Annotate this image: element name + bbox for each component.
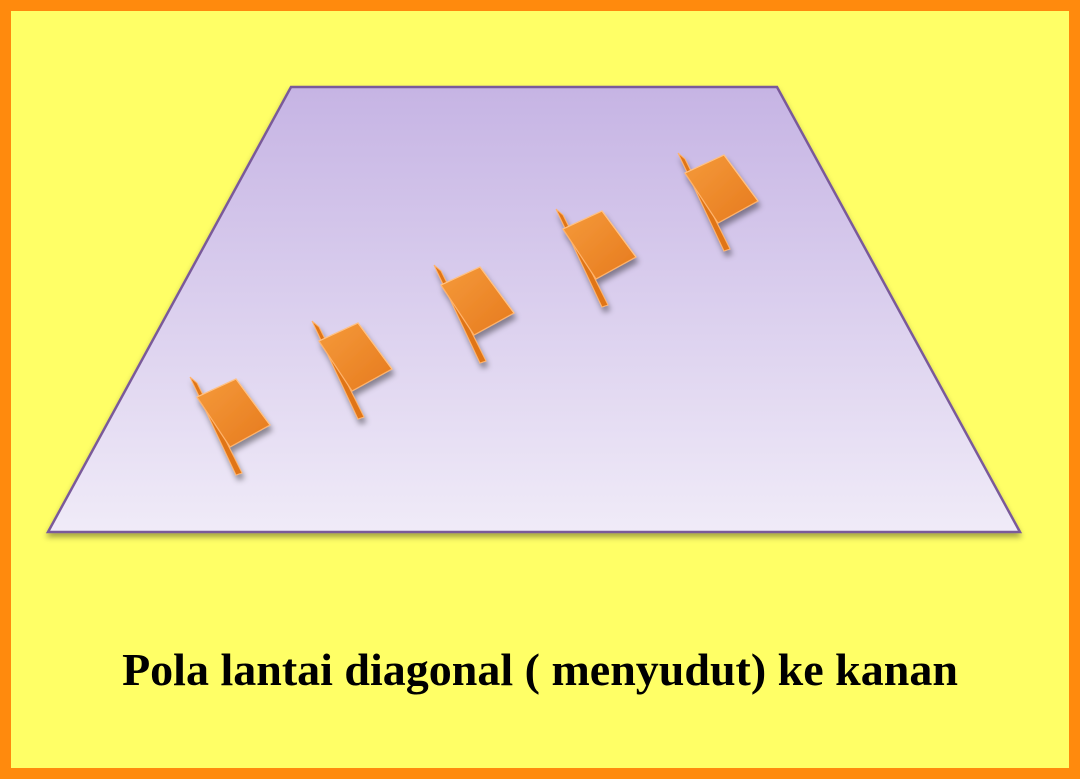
dancer-marker-icon — [189, 376, 271, 476]
dancer-marker-icon — [433, 264, 515, 364]
dancer-group — [189, 152, 759, 476]
dancer-marker-icon — [677, 152, 759, 252]
dancer-marker-icon — [311, 320, 393, 420]
dance-floor — [45, 85, 1023, 534]
slide-caption: Pola lantai diagonal ( menyudut) ke kana… — [122, 644, 958, 695]
dancer-marker-icon — [555, 208, 637, 308]
